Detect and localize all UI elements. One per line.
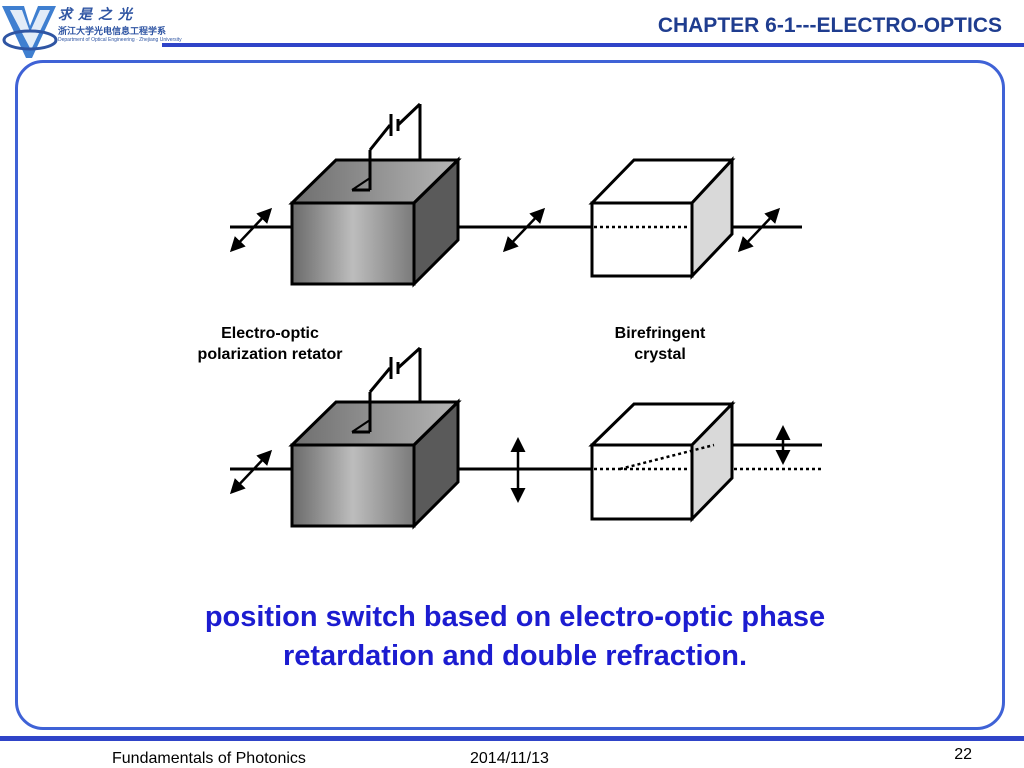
content-frame [15, 60, 1005, 730]
university-logo: 求是之光 浙江大学光电信息工程学系 Department of Optical … [0, 0, 182, 62]
logo-subtitle-english: Department of Optical Engineering · Zhej… [58, 37, 182, 43]
footer-course-name: Fundamentals of Photonics [112, 750, 306, 767]
logo-emblem-icon [2, 6, 58, 58]
logo-title: 求是之光 [58, 6, 138, 22]
slide-page-number: 22 [954, 746, 972, 763]
top-electro-optic-cube [288, 102, 462, 288]
logo-subtitle: 浙江大学光电信息工程学系 [58, 26, 167, 36]
birefringent-crystal-label: Birefringent crystal [614, 325, 706, 363]
bottom-electro-optic-cube [288, 346, 462, 530]
top-birefringent-cube [588, 156, 736, 280]
bottom-birefringent-cube [588, 400, 736, 523]
footer-date: 2014/11/13 [470, 750, 549, 767]
chapter-title: CHAPTER 6-1---ELECTRO-OPTICS [657, 14, 1002, 37]
top-mid-polarization-arrow [502, 207, 546, 253]
top-row [229, 102, 802, 288]
bottom-input-polarization-arrow [229, 449, 273, 495]
slide-caption: position switch based on electro-optic p… [120, 598, 910, 676]
top-output-polarization-arrow [737, 207, 781, 253]
top-input-polarization-arrow [229, 207, 273, 253]
header-rule [162, 43, 1024, 47]
footer-rule [0, 736, 1024, 741]
caption-line-2: retardation and double refraction. [282, 640, 748, 672]
electro-optic-rotator-label: Electro-optic polarization retator [197, 325, 343, 363]
caption-line-1: position switch based on electro-optic p… [204, 601, 826, 633]
bottom-row [229, 346, 822, 530]
